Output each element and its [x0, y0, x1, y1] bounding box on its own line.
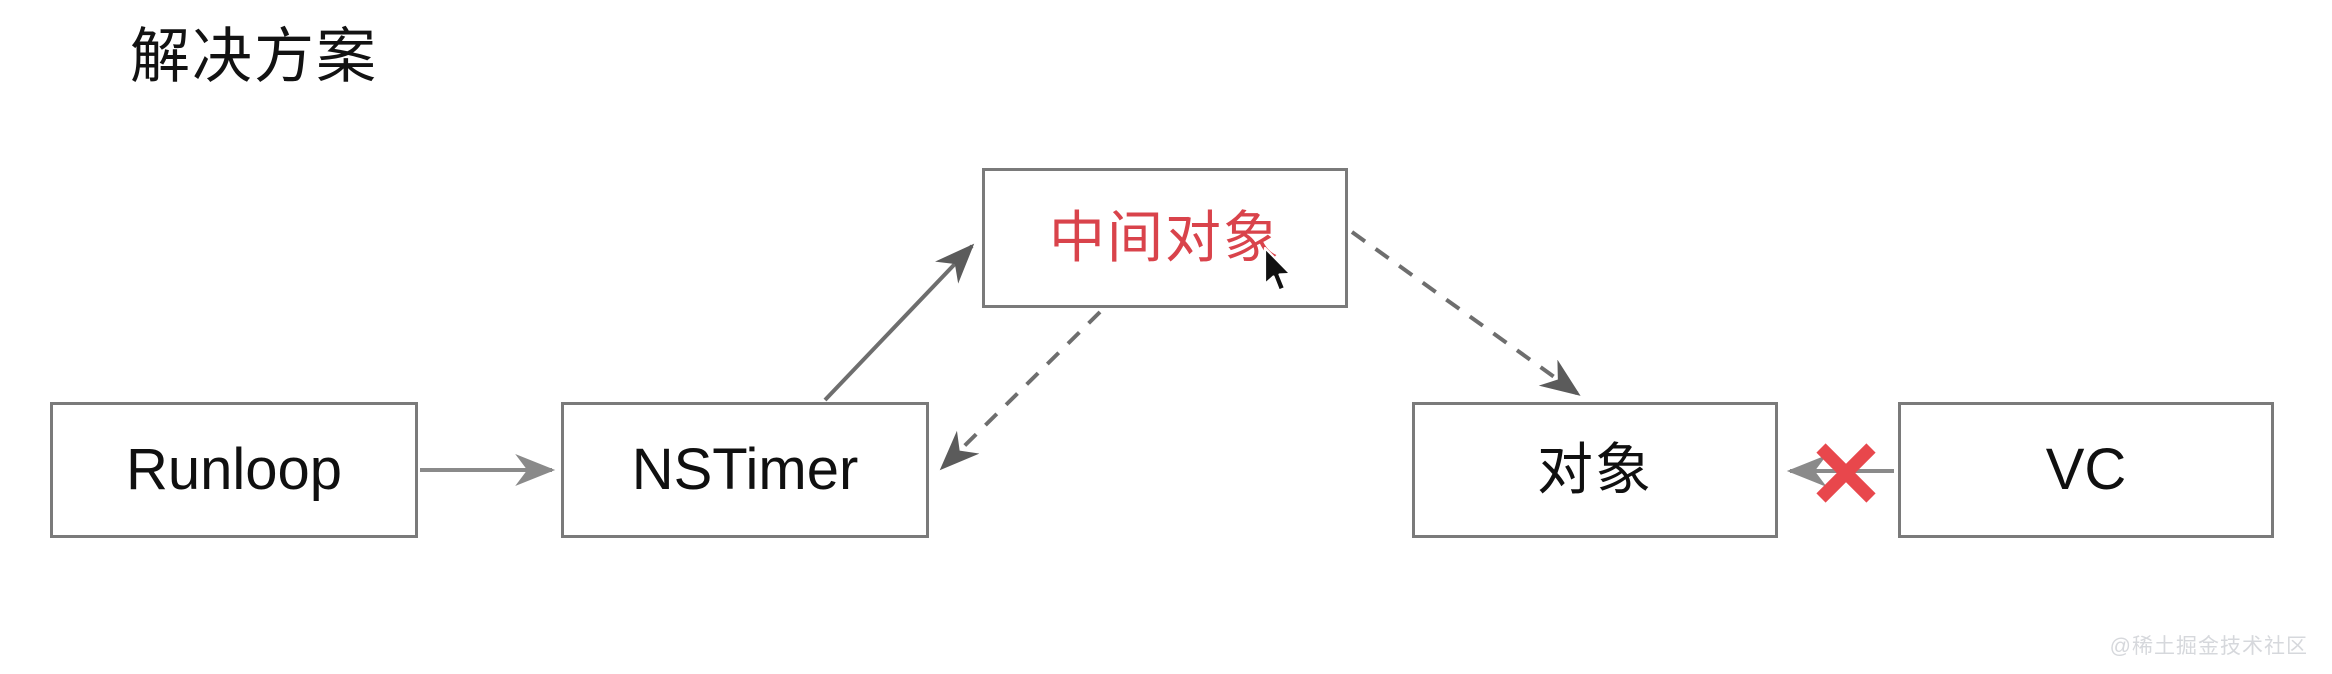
watermark: @稀土掘金技术社区 [2109, 635, 2308, 658]
edge-middle-to-object [1350, 230, 1581, 396]
red-x-marker [1816, 443, 1876, 503]
node-intermediate-object[interactable]: 中间对象 [982, 168, 1348, 308]
node-nstimer[interactable]: NSTimer [561, 402, 929, 538]
node-object[interactable]: 对象 [1412, 402, 1778, 538]
node-object-label: 对象 [1537, 438, 1653, 501]
node-runloop[interactable]: Runloop [50, 402, 418, 538]
node-runloop-label: Runloop [125, 437, 343, 502]
node-vc-label: VC [2045, 437, 2127, 502]
page-title: 解决方案 [130, 23, 378, 90]
mouse-pointer-icon [1263, 247, 1292, 292]
node-intermediate-object-label: 中间对象 [1049, 206, 1281, 269]
edge-nstimer-to-middle [823, 243, 975, 402]
node-vc[interactable]: VC [1898, 402, 2274, 538]
edge-middle-to-nstimer [939, 310, 1102, 471]
node-nstimer-label: NSTimer [631, 437, 859, 502]
